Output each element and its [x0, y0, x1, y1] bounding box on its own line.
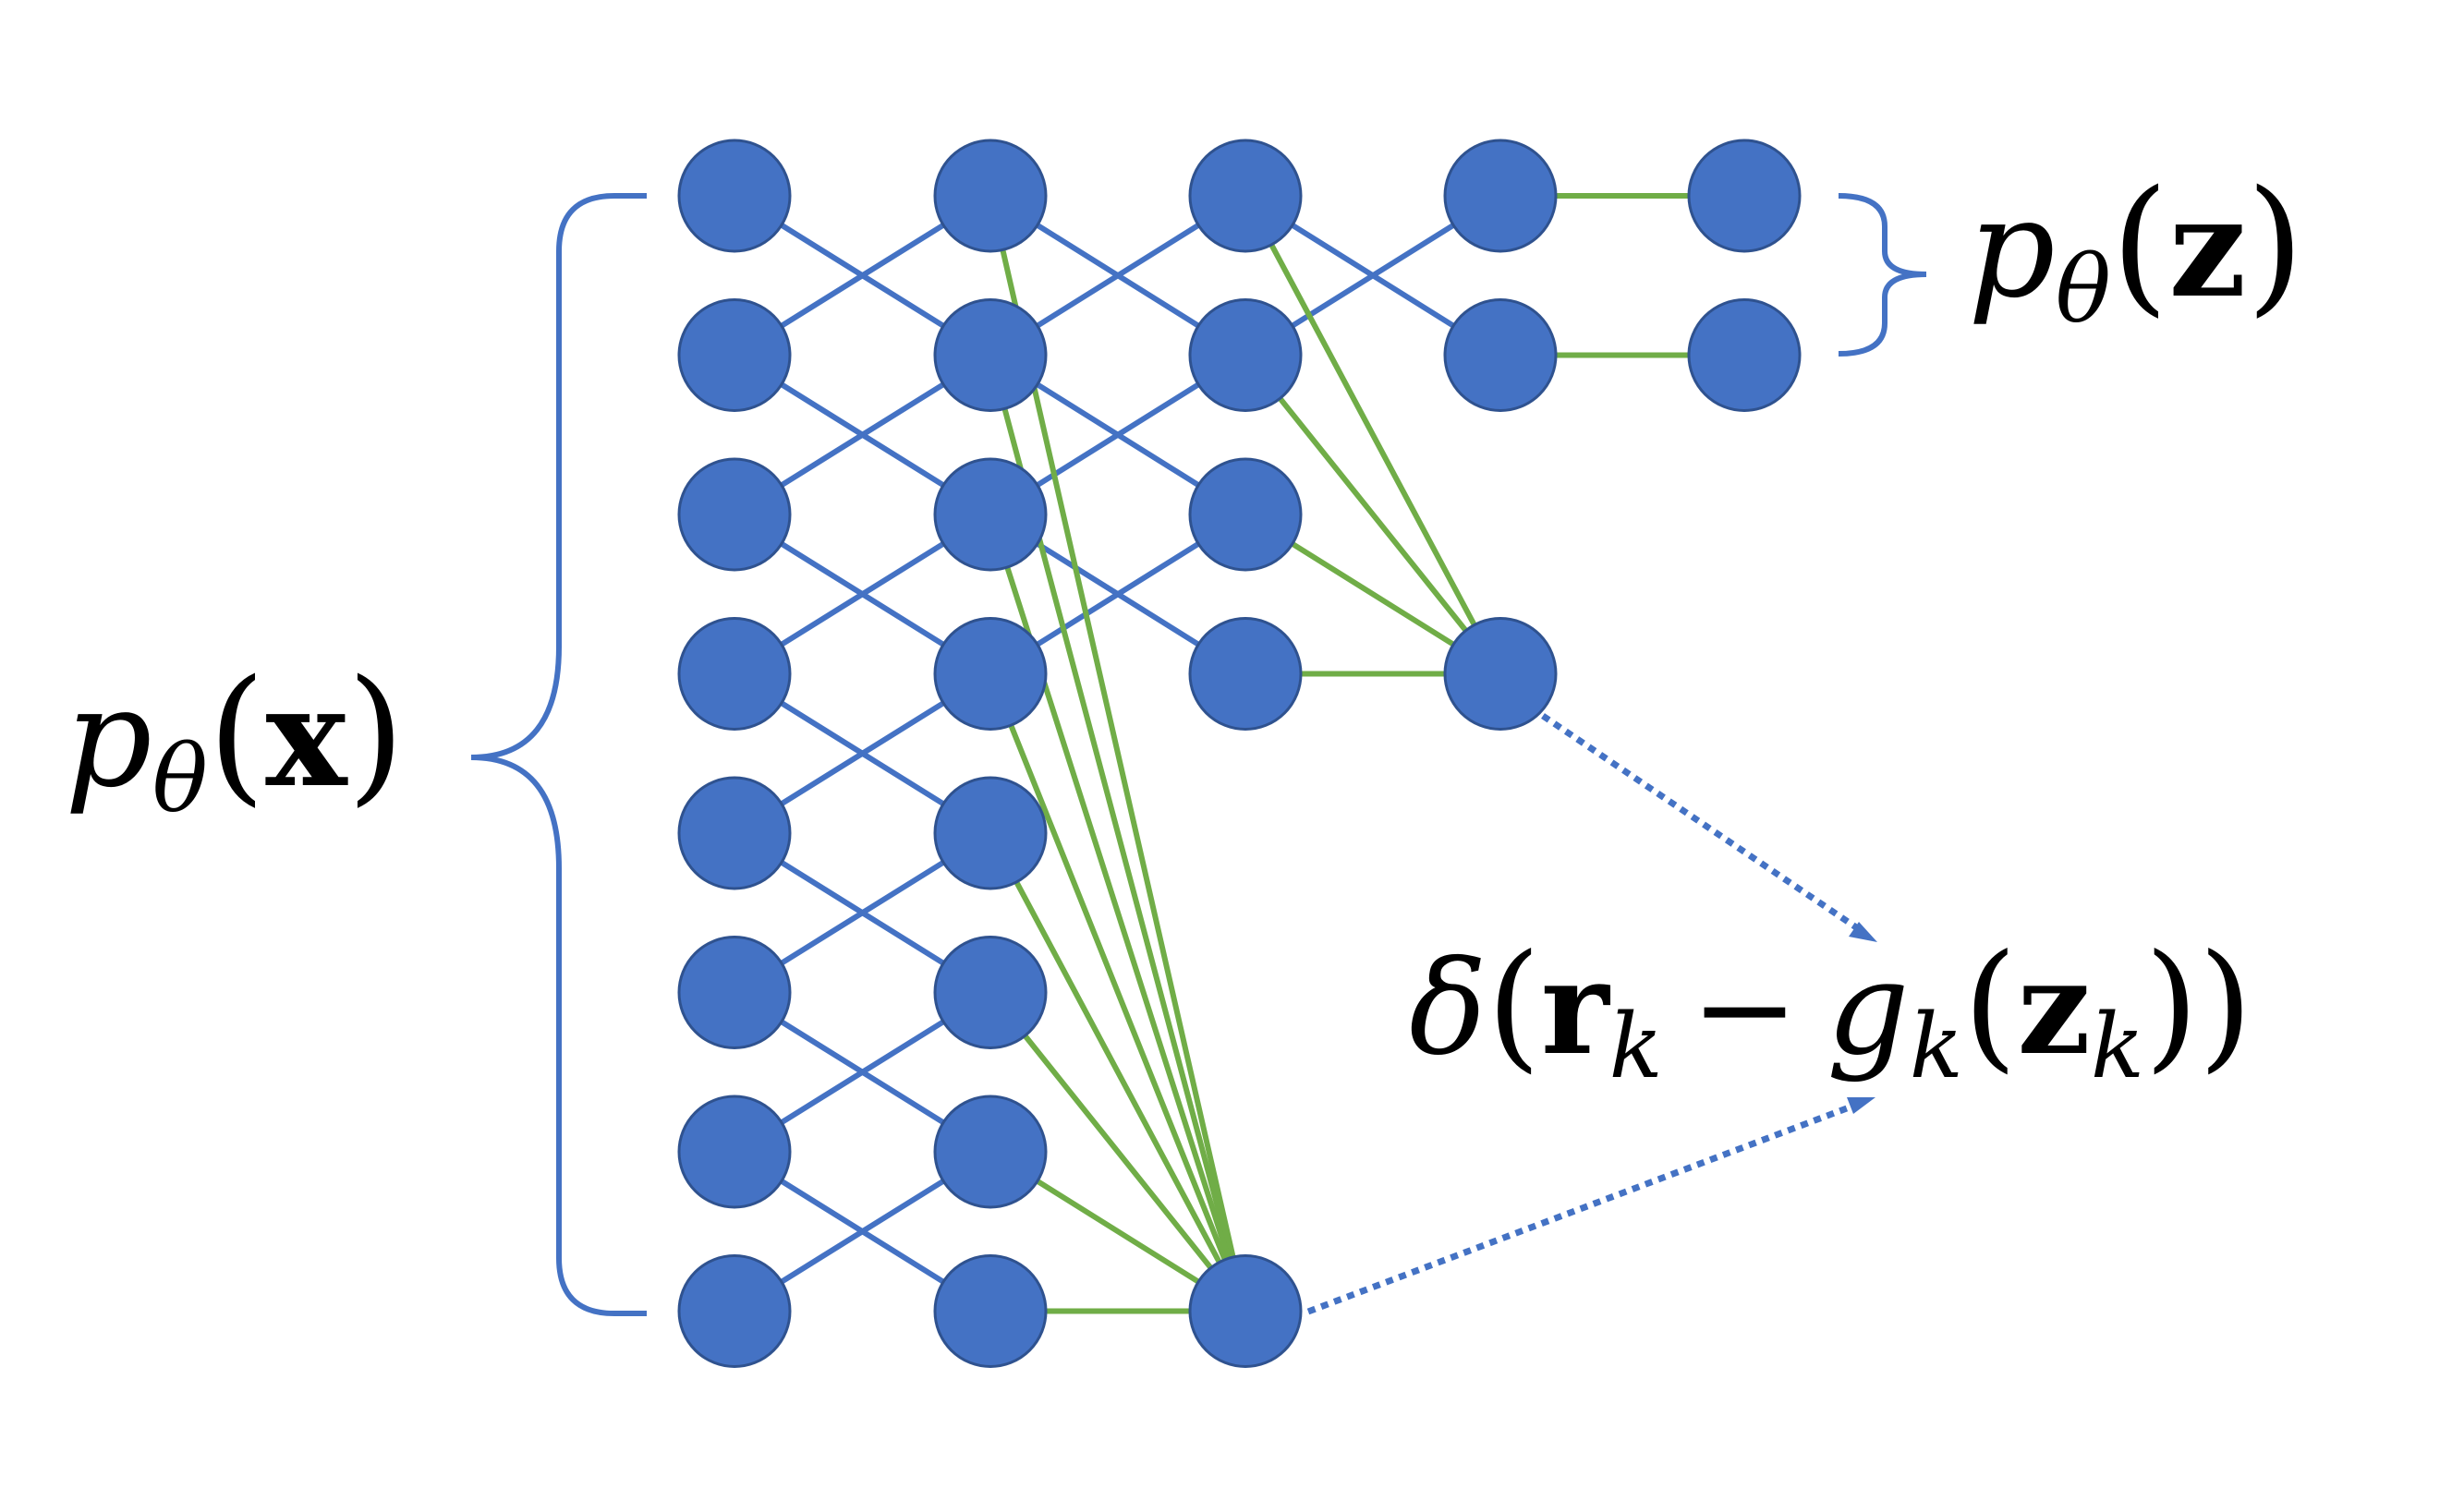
- node-col4-row0: [1687, 139, 1802, 253]
- label-px-open: (: [208, 647, 265, 820]
- node-col2-row0: [1188, 139, 1303, 253]
- node-col2-row1: [1188, 298, 1303, 412]
- node-col1-row4: [933, 776, 1048, 890]
- node-col0-row7: [677, 1254, 792, 1368]
- node-col0-row2: [677, 457, 792, 572]
- factor-edge-31: [1243, 353, 1503, 676]
- node-col0-row6: [677, 1095, 792, 1209]
- label-delta-r: r: [1541, 933, 1611, 1084]
- node-col1-row0: [933, 139, 1048, 253]
- node-col4-row1: [1687, 298, 1802, 412]
- node-col0-row1: [677, 298, 792, 412]
- label-delta-close: )): [2144, 925, 2252, 1086]
- label-pz-open: (: [2111, 158, 2168, 331]
- node-col1-row5: [933, 936, 1048, 1049]
- factor-edge-27: [988, 990, 1248, 1313]
- label-px-theta: θ: [152, 725, 208, 833]
- left-brace: [470, 193, 647, 1316]
- label-delta-minus: −: [1691, 934, 1799, 1084]
- dotted-arrow-upper-head: [1849, 922, 1877, 942]
- label-delta-open2: (: [1963, 925, 2018, 1086]
- label-p-theta-z: pθ(z): [1968, 158, 2304, 344]
- factor-edge-26: [988, 831, 1248, 1312]
- label-px-p: p: [65, 659, 152, 817]
- factor-edge-30: [1243, 194, 1503, 675]
- label-delta-g-sub: k: [1910, 995, 1963, 1098]
- node-col2-row2: [1188, 457, 1303, 572]
- label-delta-z-sub: k: [2091, 995, 2144, 1098]
- node-col3-row0: [1443, 139, 1558, 253]
- node-col0-row0: [677, 139, 792, 253]
- node-col0-row3: [677, 617, 792, 731]
- node-col0-row4: [677, 776, 792, 890]
- node-col3-row1: [1443, 298, 1558, 412]
- label-pz-close: ): [2246, 158, 2303, 331]
- node-col1-row2: [933, 457, 1048, 572]
- node-col2-row3: [1188, 617, 1303, 731]
- node-col3-row3: [1443, 617, 1558, 731]
- right-brace: [1838, 193, 1927, 357]
- label-pz-theta: θ: [2056, 236, 2111, 344]
- node-col0-row5: [677, 936, 792, 1049]
- node-layer: [677, 139, 1802, 1368]
- label-px-var: x: [265, 657, 348, 817]
- label-p-theta-x: pθ(x): [65, 647, 405, 833]
- factor-edge-25: [988, 672, 1248, 1312]
- dotted-arrow-lower-head: [1847, 1097, 1875, 1114]
- label-delta-open: (: [1487, 925, 1541, 1086]
- label-delta-r-sub: k: [1609, 995, 1663, 1098]
- dotted-arrow-upper: [1541, 713, 1863, 934]
- label-delta-g: g: [1827, 934, 1910, 1084]
- label-delta-z: z: [2017, 933, 2091, 1084]
- node-col1-row1: [933, 298, 1048, 412]
- node-col1-row6: [933, 1095, 1048, 1209]
- node-col1-row3: [933, 617, 1048, 731]
- label-pz-var: z: [2168, 167, 2246, 328]
- node-col2-row7: [1188, 1254, 1303, 1368]
- label-pz-p: p: [1968, 169, 2056, 328]
- label-delta-symbol: δ: [1409, 934, 1487, 1084]
- label-px-close: ): [347, 647, 405, 820]
- node-col1-row7: [933, 1254, 1048, 1368]
- dotted-arrow-lower: [1306, 1100, 1861, 1315]
- label-delta-constraint: δ(rk−gk(zk)): [1409, 925, 2252, 1098]
